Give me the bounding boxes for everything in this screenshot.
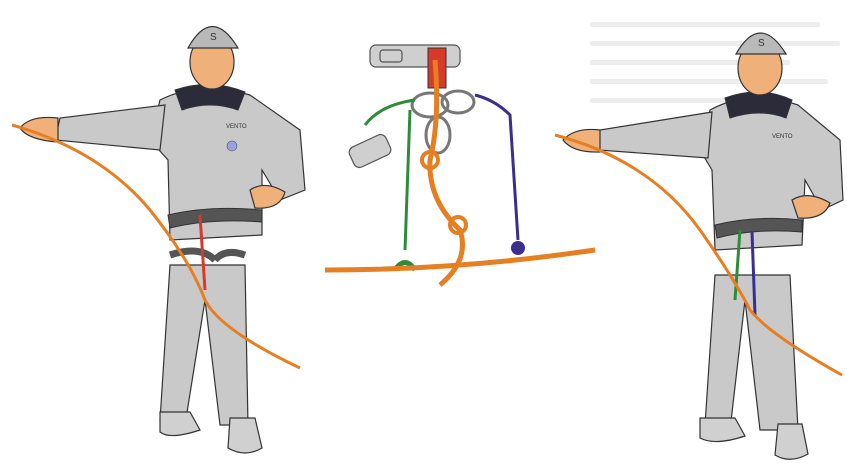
helmet-logo: S	[758, 38, 765, 49]
climber-right-illustration: S VENTO	[540, 0, 847, 466]
sling-purple	[475, 95, 518, 240]
climber-figure-icon-right: S VENTO	[540, 0, 847, 466]
jacket-logo: VENTO	[226, 124, 247, 130]
jacket-logo: VENTO	[772, 134, 793, 140]
shoe-right	[775, 424, 808, 459]
shoe-right	[228, 418, 262, 453]
climber-figure-icon: S VENTO	[0, 0, 310, 466]
helmet-logo: S	[210, 32, 217, 43]
climber-left-illustration: S VENTO	[0, 0, 310, 466]
shoe-left	[700, 418, 745, 442]
shoe-left	[160, 412, 200, 436]
sling-green	[365, 100, 415, 250]
